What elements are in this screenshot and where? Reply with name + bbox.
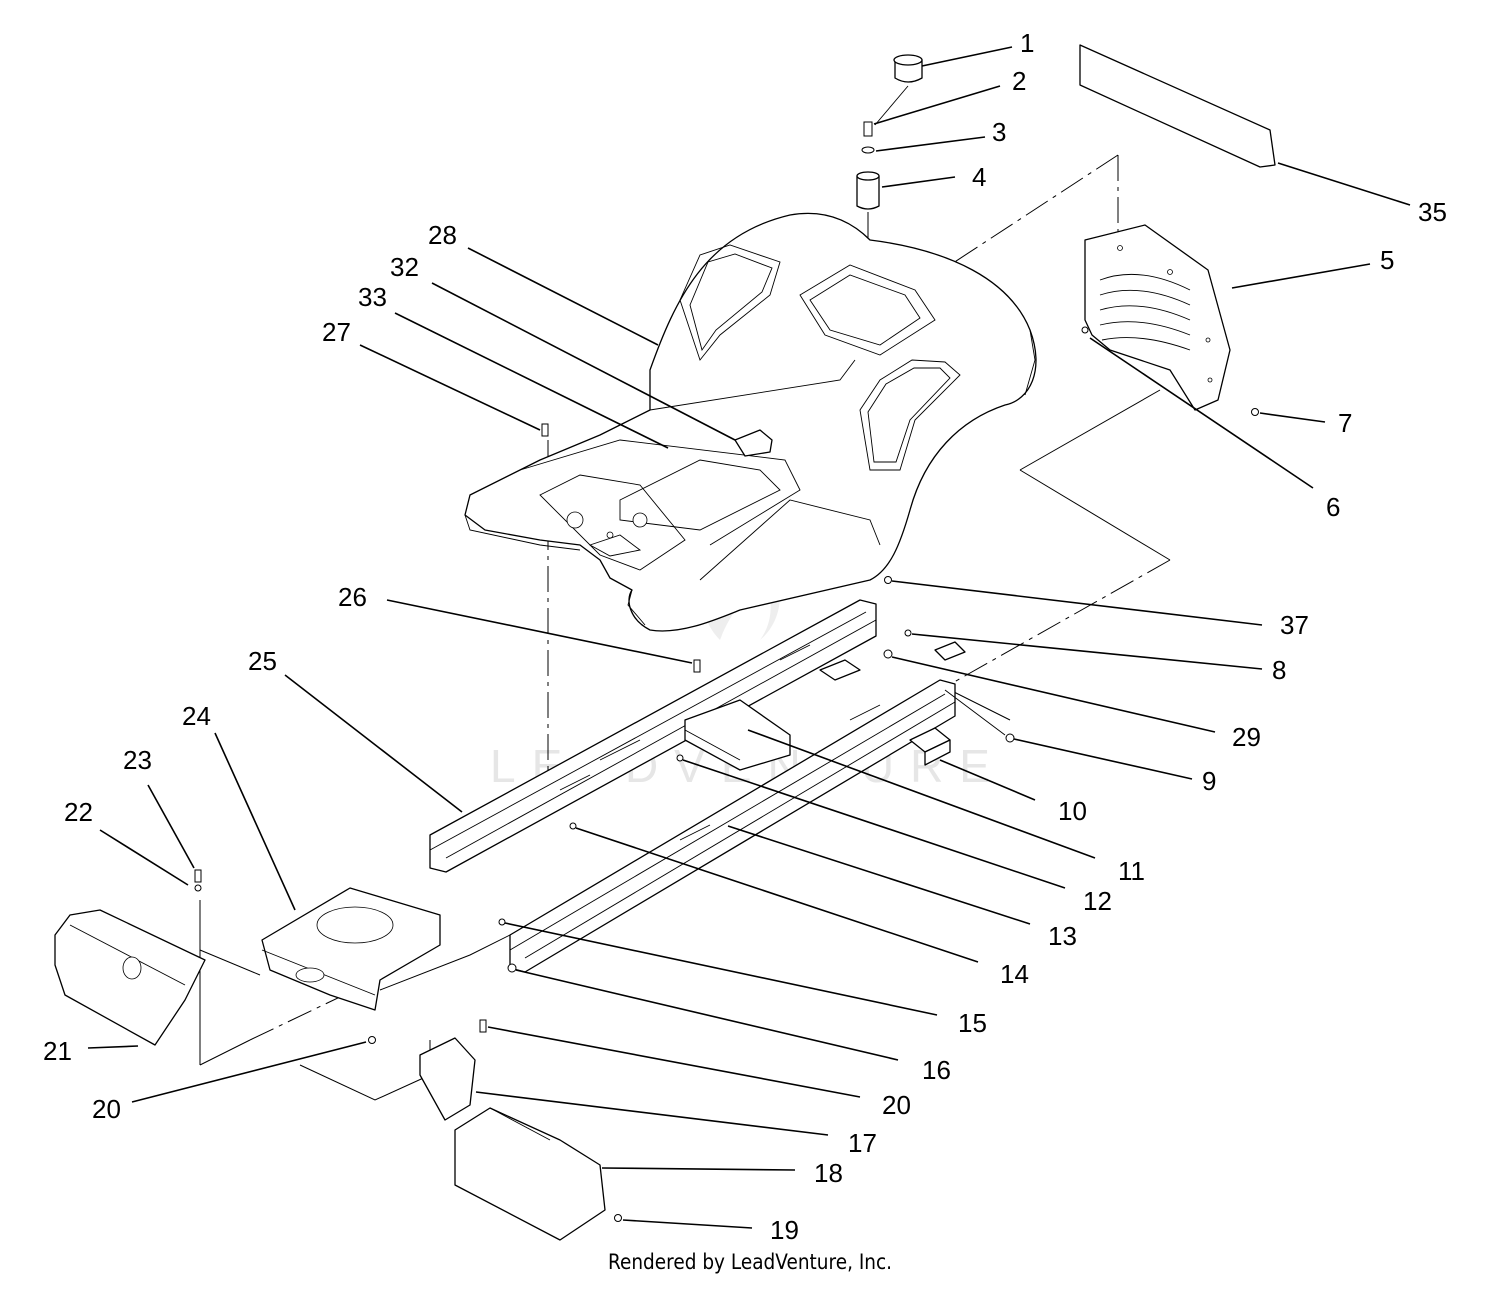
render-credit: Rendered by LeadVenture, Inc. [607, 1250, 893, 1274]
part-2-bolt [863, 121, 873, 137]
callout-20-right: 20 [882, 1090, 911, 1120]
callout-35: 35 [1418, 197, 1447, 227]
callout-4: 4 [972, 162, 986, 192]
callout-19: 19 [770, 1215, 799, 1245]
part-24-mount-plate [261, 887, 441, 1011]
part-7-screw [1251, 408, 1259, 416]
callout-15: 15 [958, 1008, 987, 1038]
part-6-screw [1081, 326, 1089, 334]
callout-28: 28 [428, 220, 457, 250]
callout-11: 11 [1118, 856, 1145, 886]
callout-9: 9 [1202, 766, 1216, 796]
part-1-knob [874, 54, 923, 126]
part-25-frame-rail [429, 599, 877, 873]
callout-5: 5 [1380, 245, 1394, 275]
part-3-washer [861, 146, 875, 154]
part-10-bracket [909, 727, 951, 766]
callout-21: 21 [43, 1036, 72, 1066]
callout-16: 16 [922, 1055, 951, 1085]
callout-23: 23 [123, 745, 152, 775]
hardware [194, 423, 912, 1222]
part-32-decal [734, 429, 773, 457]
callout-22: 22 [64, 797, 93, 827]
part-37-bracket [819, 659, 861, 681]
callout-8: 8 [1272, 655, 1286, 685]
part-5-shield [1084, 224, 1231, 411]
callout-1: 1 [1020, 28, 1034, 58]
callout-18: 18 [814, 1158, 843, 1188]
callout-leaders [87, 46, 1411, 1229]
part-29-bushing [934, 641, 966, 661]
callout-20-left: 20 [92, 1094, 121, 1124]
part-11-cross-member [684, 699, 791, 771]
callout-12: 12 [1083, 886, 1112, 916]
callout-labels: 1 2 3 4 35 5 7 6 28 32 33 27 26 37 8 29 … [43, 28, 1447, 1245]
part-18-cover [454, 1107, 606, 1241]
callout-10: 10 [1058, 796, 1087, 826]
callout-33: 33 [358, 282, 387, 312]
callout-24: 24 [182, 701, 211, 731]
callout-13: 13 [1048, 921, 1077, 951]
callout-17: 17 [848, 1128, 877, 1158]
callout-6: 6 [1326, 492, 1340, 522]
callout-3: 3 [992, 117, 1006, 147]
part-17-shield [419, 1037, 476, 1121]
part-9-bolt [944, 689, 1006, 736]
callout-32: 32 [390, 252, 419, 282]
callout-7: 7 [1338, 408, 1352, 438]
callout-27: 27 [322, 317, 351, 347]
callout-26: 26 [338, 582, 367, 612]
callout-37: 37 [1280, 610, 1309, 640]
part-28-body-pan [464, 212, 1037, 632]
callout-25: 25 [248, 646, 277, 676]
callout-2: 2 [1012, 66, 1026, 96]
callout-29: 29 [1232, 722, 1261, 752]
callout-14: 14 [1000, 959, 1029, 989]
part-35-decal [1079, 44, 1276, 168]
part-21-bracket [54, 909, 206, 1046]
